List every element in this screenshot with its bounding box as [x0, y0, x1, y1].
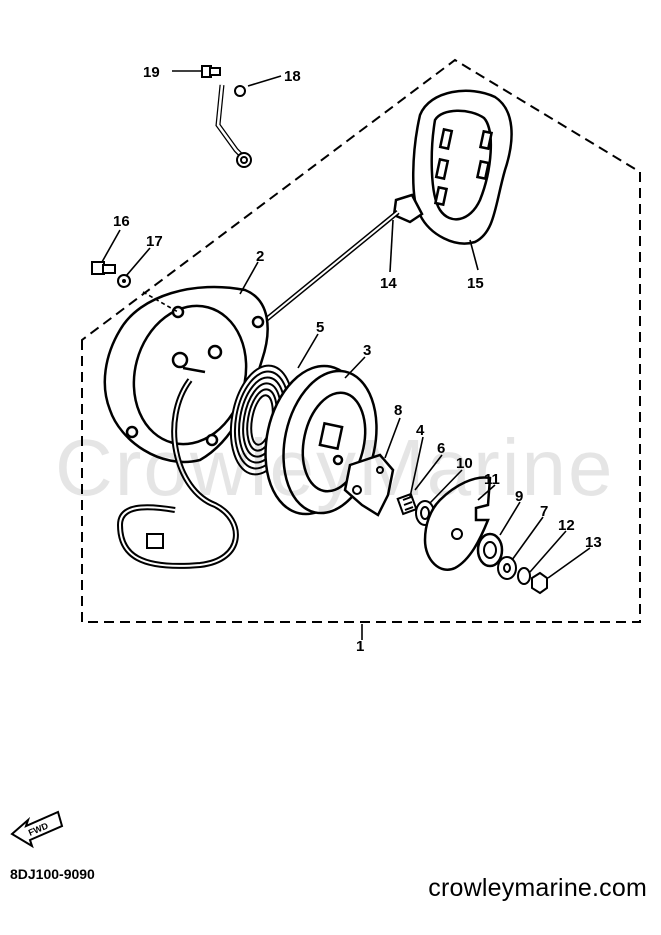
- screw-part-19: [201, 65, 221, 78]
- pawl-spring: [396, 492, 418, 516]
- callout-1: 1: [356, 638, 364, 655]
- starter-handle: [392, 89, 513, 245]
- callout-14: 14: [380, 275, 397, 292]
- callout-6: 6: [437, 440, 445, 457]
- callout-7: 7: [540, 503, 548, 520]
- callout-13: 13: [585, 534, 602, 551]
- callout-5: 5: [316, 319, 324, 336]
- assembly-boundary: [81, 58, 641, 623]
- callout-9: 9: [515, 488, 523, 505]
- friction-plate: [423, 476, 492, 571]
- washer-part-12: [517, 567, 531, 585]
- website-link[interactable]: crowleymarine.com: [428, 874, 647, 902]
- part-code: 8DJ100-9090: [10, 866, 95, 882]
- leader-lines: [101, 70, 591, 640]
- bolt-part-16: [91, 261, 116, 275]
- cable-plug: [146, 533, 164, 549]
- callout-19: 19: [143, 64, 160, 81]
- callout-17: 17: [146, 233, 163, 250]
- callout-4: 4: [416, 422, 425, 439]
- nut-part-13: [531, 571, 548, 595]
- callout-3: 3: [363, 342, 371, 359]
- callout-15: 15: [467, 275, 484, 292]
- callout-11: 11: [484, 471, 500, 488]
- fwd-arrow-icon: FWD: [10, 810, 64, 849]
- callout-10: 10: [456, 455, 473, 472]
- callout-8: 8: [394, 402, 402, 419]
- callout-18: 18: [284, 68, 301, 85]
- callout-2: 2: [256, 248, 264, 265]
- callout-12: 12: [558, 517, 575, 534]
- drive-pawl: [343, 453, 395, 517]
- rope-pulley: [264, 364, 378, 516]
- bracket-part: [215, 84, 252, 168]
- callout-16: 16: [113, 213, 130, 230]
